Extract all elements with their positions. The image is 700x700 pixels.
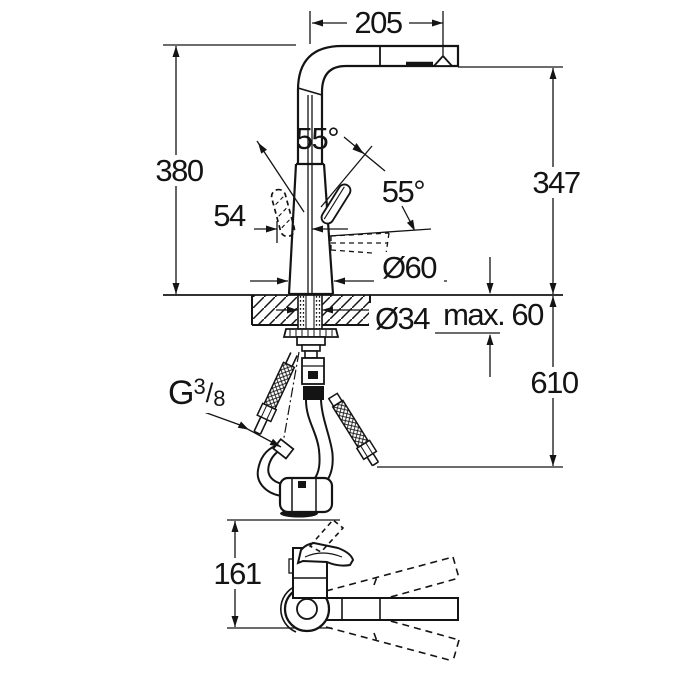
thread-prefix: G	[168, 374, 194, 412]
front-view	[163, 44, 563, 518]
thread-slash: /	[205, 378, 214, 408]
pullout-hose	[256, 399, 334, 497]
dim-label-hole-diameter: Ø34	[369, 303, 435, 334]
hose-centerline	[281, 351, 300, 450]
dim-label-spout-reach: 205	[347, 7, 409, 38]
spray-head-dashed	[330, 232, 390, 255]
thread-numerator: 3	[193, 374, 206, 399]
lever-top-dashed	[308, 518, 345, 554]
spray-release	[431, 54, 455, 67]
dim-angle-side	[328, 205, 432, 237]
threaded-shank	[297, 295, 323, 330]
dim-label-swivel-depth: 161	[206, 558, 268, 589]
top-view	[280, 518, 460, 662]
dim-label-angle-top: 55°	[295, 121, 340, 156]
dim-angle-top	[256, 136, 386, 213]
body-cone	[287, 162, 335, 296]
lever-top	[296, 541, 355, 567]
dim-label-lever-reach: 54	[204, 200, 254, 231]
mounting-hardware	[282, 328, 340, 400]
dim-label-total-height: 380	[149, 155, 209, 186]
hose-end-fitting	[272, 438, 295, 460]
thread-denominator: 8	[213, 386, 226, 411]
dim-label-angle-side: 55°	[381, 174, 426, 209]
supply-hose-right	[327, 392, 380, 467]
spout-outline	[296, 44, 460, 293]
hose-weight	[278, 476, 334, 518]
lever-dashed-left	[270, 188, 296, 238]
lever-solid-right	[320, 183, 352, 225]
dim-label-spout-clearance: 347	[525, 167, 587, 198]
swivel-range-dashed	[325, 556, 460, 662]
supply-hose-left	[253, 352, 298, 436]
dimension-arrows	[172, 19, 557, 627]
dim-label-body-diameter: Ø60	[374, 252, 444, 283]
dim-label-thread: G3/8	[168, 374, 226, 413]
dim-label-max-deck: max. 60	[438, 299, 548, 330]
hose-collar	[303, 386, 324, 400]
dim-label-hose-drop: 610	[524, 367, 584, 398]
